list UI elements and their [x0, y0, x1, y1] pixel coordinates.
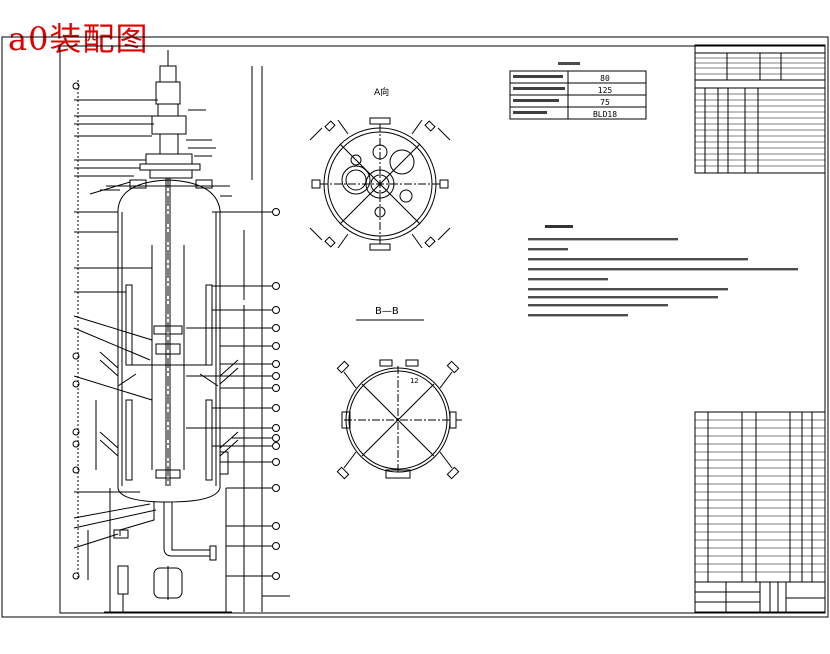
nozzle-table	[694, 44, 826, 174]
spec-value-1: 80	[600, 74, 610, 83]
bill-of-materials	[694, 411, 826, 583]
spec-value-4: BLD18	[593, 110, 617, 119]
vessel-elevation	[73, 50, 290, 613]
spec-value-3: 75	[600, 98, 610, 107]
inner-frame	[59, 45, 826, 614]
nozzle-label: 12	[410, 377, 418, 385]
section-b-b	[336, 319, 462, 480]
spec-value-2: 125	[598, 86, 613, 95]
bill-of-materials-rows	[695, 419, 825, 573]
view-a-top	[309, 117, 451, 251]
outer-frame	[1, 36, 829, 618]
balloon-callouts	[72, 82, 280, 580]
technical-notes	[528, 225, 798, 317]
spec-table	[509, 70, 647, 120]
spec-table-row-labels	[513, 62, 580, 114]
nozzle-table-rows	[695, 57, 825, 167]
view-a-label: A向	[374, 86, 389, 98]
section-b-b-label: B—B	[375, 306, 399, 317]
title-block	[694, 581, 826, 613]
drawing-stamp: a0装配图	[8, 20, 149, 58]
